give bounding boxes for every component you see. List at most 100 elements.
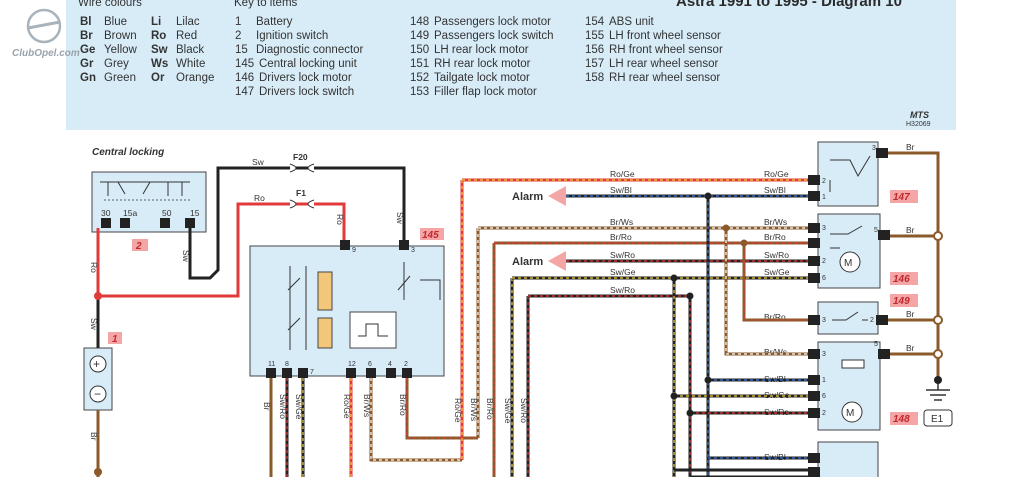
wire-sw: [188, 166, 286, 280]
wire-label: Br/Ws: [362, 394, 372, 417]
alarm-arrow-icon: [548, 251, 566, 271]
component-tag-text: 147: [893, 192, 910, 203]
key-item-name: RH rear wheel sensor: [609, 72, 720, 84]
header-band: [66, 0, 956, 130]
ignition-switch: 30 15a 50 15: [91, 171, 207, 233]
pin-label: 3: [822, 225, 826, 232]
wire-label: Br: [89, 432, 99, 441]
component-tag-text: 146: [893, 274, 910, 285]
wire-name: Yellow: [104, 44, 138, 56]
earth-point: [923, 409, 953, 427]
wire-code: Gr: [80, 58, 94, 70]
wire-name: Grey: [104, 58, 129, 70]
key-item-name: RH rear lock motor: [434, 58, 531, 70]
fuse-label: F20: [293, 152, 308, 162]
wire-label: Ro: [254, 193, 265, 203]
wire-code: Ro: [151, 30, 166, 42]
terminal-label: 15a: [123, 208, 137, 218]
key-item-number: 149: [410, 30, 429, 42]
passengers-lock-switch: 3 2: [808, 301, 888, 335]
key-item-number: 147: [235, 86, 254, 98]
wire-label: Br: [262, 402, 272, 411]
key-to-items-heading: Key to items: [234, 0, 298, 9]
wire-name: Green: [104, 72, 136, 84]
wire-br-ro: [405, 378, 478, 440]
wire-name: Black: [176, 44, 204, 56]
lock-motor-partial: [808, 441, 879, 482]
component-tag: [108, 332, 122, 344]
wire-code: Br: [80, 30, 93, 42]
wire-name: Brown: [104, 30, 137, 42]
pin-label: 1: [822, 194, 826, 201]
key-item-name: Battery: [256, 16, 293, 28]
component-tag: [890, 412, 918, 425]
fuse-f20: F20: [286, 152, 406, 240]
key-item-number: 146: [235, 72, 254, 84]
wire-label: Br/Ws: [764, 217, 787, 227]
pin-label: 3: [872, 145, 876, 152]
wire-label: Ro: [89, 262, 99, 273]
drivers-lock-motor: M 3 5 2 6: [808, 213, 890, 289]
wire-label: Ro: [335, 214, 345, 225]
key-item-name: Diagnostic connector: [256, 44, 364, 56]
key-item-name: Ignition switch: [256, 30, 328, 42]
key-item-number: 156: [585, 44, 604, 56]
component-tag-text: 2: [135, 241, 142, 252]
wire-label: Ro/Ge: [610, 169, 635, 179]
wire-label: Sw/Ro: [610, 250, 635, 260]
key-item-number: 152: [410, 72, 429, 84]
key-item-name: ABS unit: [609, 16, 655, 28]
wire-label: Ro/Ge: [342, 394, 352, 419]
wire-label: Ro/Ge: [764, 169, 789, 179]
terminal-label: 50: [162, 208, 172, 218]
wire-br-ws: [369, 378, 462, 462]
wire-label: Sw/Ge: [503, 398, 513, 424]
fuse-f1: F1: [286, 188, 346, 240]
wire-label: Br/Ro: [610, 232, 632, 242]
wire-label: Sw/Ro: [278, 394, 288, 419]
key-item-number: 154: [585, 16, 605, 28]
wire-label: Br/Ro: [485, 398, 495, 420]
central-locking-unit: 9 3 11 8 7 12 6 4 2: [249, 240, 445, 378]
key-item-number: 151: [410, 58, 429, 70]
component-tag-text: 145: [422, 230, 439, 241]
wire-label: Br: [906, 309, 915, 319]
terminal-label: 30: [101, 208, 111, 218]
wire-code: Bl: [80, 16, 92, 28]
component-tag: [890, 190, 918, 203]
svg-text:M: M: [846, 408, 854, 419]
key-item-name: LH front wheel sensor: [609, 30, 721, 42]
wire-name: Lilac: [176, 16, 200, 28]
component-tag: [132, 239, 148, 251]
pin-label: 7: [310, 369, 314, 376]
wire-name: Blue: [104, 16, 127, 28]
alarm-arrow-icon: [548, 186, 566, 206]
component-tag-text: 149: [893, 296, 910, 307]
wire-name: White: [176, 58, 205, 70]
component-tag-text: 1: [112, 334, 118, 345]
pin-label: 12: [348, 361, 356, 368]
pin-label: 2: [822, 410, 826, 417]
key-item-number: 157: [585, 58, 604, 70]
wire-label: Sw/Ge: [610, 267, 636, 277]
pin-label: 6: [822, 393, 826, 400]
svg-text:+: +: [93, 357, 100, 371]
key-item-number: 148: [410, 16, 429, 28]
key-item-name: Tailgate lock motor: [434, 72, 530, 84]
key-item-number: 150: [410, 44, 429, 56]
wire-label: Sw/Ro: [519, 398, 529, 423]
pin-label: 3: [822, 351, 826, 358]
wire-label: Br: [906, 343, 915, 353]
key-item-name: Passengers lock motor: [434, 16, 551, 28]
section-label: Central locking: [92, 147, 164, 158]
wire-label: Sw/Ro: [610, 285, 635, 295]
earth-ground-icon: [926, 376, 950, 401]
pin-label: 9: [352, 247, 356, 254]
wire-name: Red: [176, 30, 197, 42]
diagram-title: Astra 1991 to 1995 - Diagram 10: [676, 0, 902, 10]
component-tag: [890, 272, 918, 285]
pin-label: 3: [822, 317, 826, 324]
wire-colours-heading: Wire colours: [78, 0, 142, 9]
wire-label: Br/Ws: [610, 217, 633, 227]
